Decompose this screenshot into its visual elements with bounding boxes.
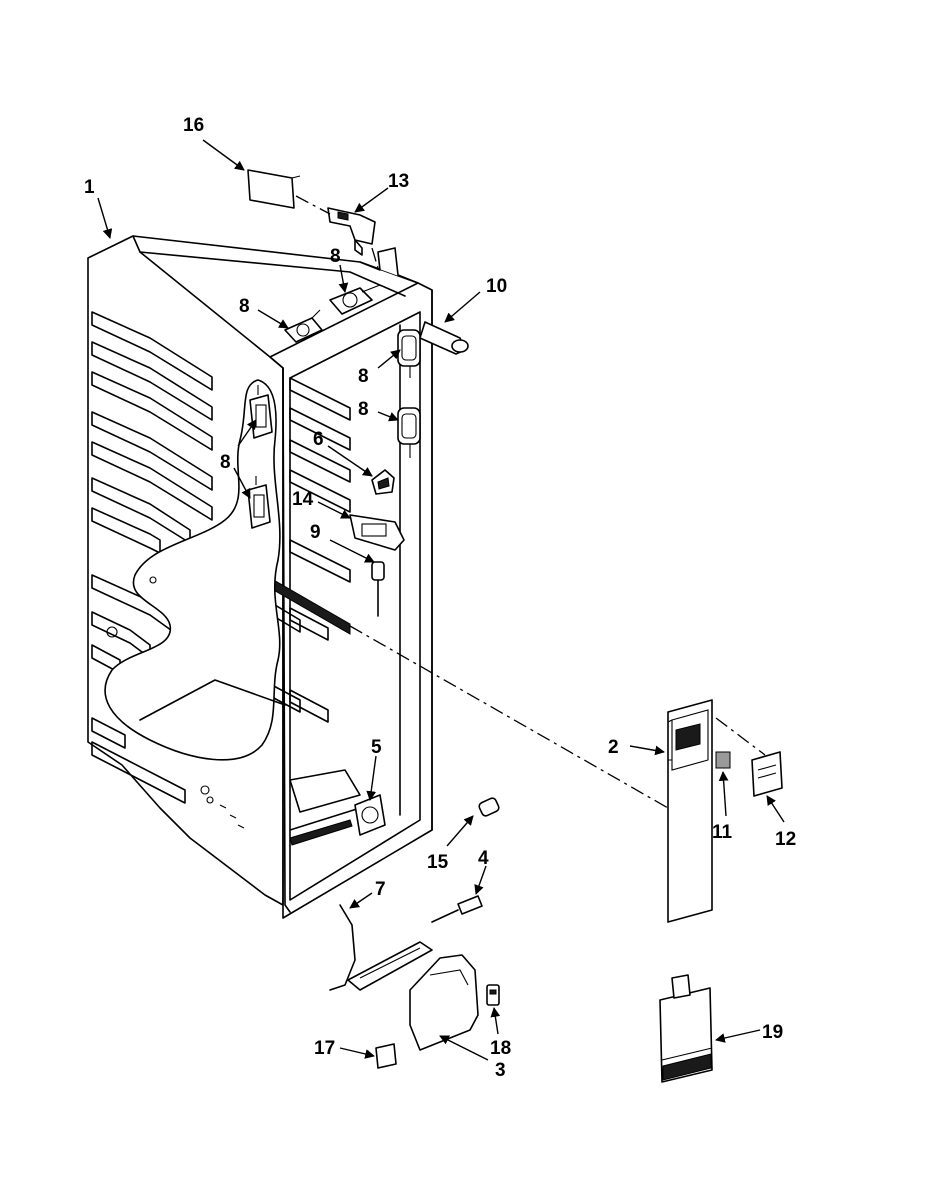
callout-8-left: 8 — [220, 452, 231, 473]
callout-17: 17 — [314, 1038, 335, 1059]
callout-12: 12 — [775, 829, 796, 850]
callout-8-top-a: 8 — [239, 296, 250, 317]
part-7-heater — [329, 904, 433, 991]
callout-8-right-b: 8 — [358, 399, 369, 420]
assembly-line — [349, 625, 669, 809]
part-8-light-top-a — [284, 309, 323, 343]
part-18-clip — [486, 984, 500, 1006]
callout-9: 9 — [310, 522, 321, 543]
part-2-panel — [667, 699, 713, 923]
callout-labels: 16 1 13 8 8 10 8 8 6 8 14 9 5 2 11 12 15… — [84, 115, 796, 1081]
callout-1: 1 — [84, 177, 95, 198]
part-8-light-right-b — [397, 407, 421, 458]
leader-arrows — [97, 139, 785, 1061]
callout-18: 18 — [490, 1038, 511, 1059]
part-17-block — [375, 1043, 397, 1069]
part-19-cover — [659, 974, 713, 1083]
callout-10: 10 — [486, 276, 507, 297]
part-13-bracket — [327, 207, 376, 256]
part-10-light-tube — [419, 321, 469, 355]
callout-14: 14 — [292, 489, 314, 510]
part-5-fan — [354, 794, 386, 836]
callout-8-top-b: 8 — [330, 246, 341, 267]
part-3-duct — [409, 954, 479, 1051]
part-6-clip — [371, 469, 395, 495]
part-4-thermistor — [431, 895, 483, 923]
part-14-housing — [349, 514, 405, 551]
part-16-cover — [247, 169, 301, 209]
part-9-sensor — [371, 561, 385, 617]
callout-5: 5 — [371, 737, 382, 758]
callout-6: 6 — [313, 429, 324, 450]
callout-16: 16 — [183, 115, 204, 136]
part-8-light-right-a — [397, 329, 421, 378]
part-8-light-left-b — [247, 476, 271, 529]
callout-4: 4 — [478, 848, 489, 869]
callout-15: 15 — [427, 852, 449, 873]
callout-7: 7 — [375, 879, 386, 900]
part-11-bulb — [715, 751, 731, 769]
callout-8-right-a: 8 — [358, 366, 369, 387]
part-8-light-top-b — [329, 284, 381, 315]
callout-11: 11 — [712, 822, 733, 843]
part-15-plug — [478, 797, 500, 817]
callout-13: 13 — [388, 171, 409, 192]
callout-19: 19 — [762, 1022, 783, 1043]
part-12-lens — [751, 751, 783, 797]
callout-3: 3 — [495, 1060, 506, 1081]
callout-2: 2 — [608, 737, 619, 758]
refrigerator-liner — [87, 235, 433, 919]
